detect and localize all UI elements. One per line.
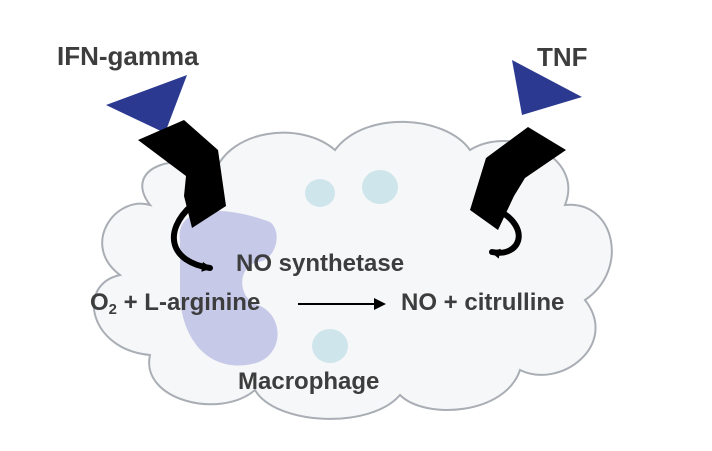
ifn-gamma-ligand-shape bbox=[106, 75, 187, 133]
vesicle bbox=[312, 329, 348, 363]
reactant-subscript: 2 bbox=[108, 302, 117, 319]
vesicle bbox=[305, 179, 335, 207]
ifn-gamma-receptor-shape bbox=[138, 120, 226, 272]
reactants-label: O2 + L-arginine bbox=[90, 291, 260, 318]
vesicle bbox=[362, 170, 398, 204]
macrophage-label: Macrophage bbox=[238, 368, 380, 395]
products-label: NO + citrulline bbox=[401, 289, 565, 316]
tnf-receptor-shape bbox=[470, 127, 566, 259]
reaction-arrow bbox=[298, 298, 386, 310]
reactant-rest: + L-arginine bbox=[116, 289, 261, 316]
tnf-label: TNF bbox=[537, 42, 588, 72]
ifn-gamma-label: IFN-gamma bbox=[57, 41, 199, 71]
nucleus-shape bbox=[179, 210, 278, 366]
tnf-ligand-shape bbox=[512, 60, 582, 115]
enzyme-label: NO synthetase bbox=[236, 250, 405, 277]
reactant-oxygen: O bbox=[90, 289, 109, 316]
